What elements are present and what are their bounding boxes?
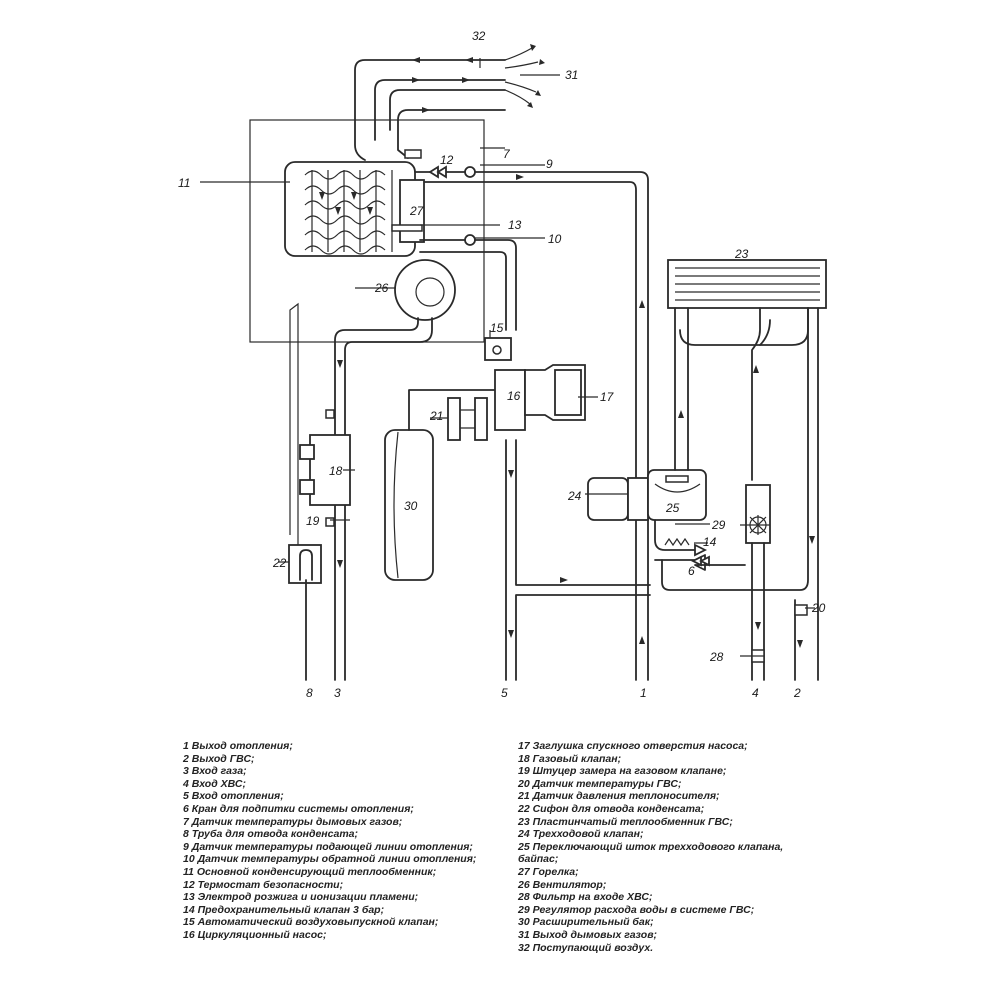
label-15: 15 bbox=[490, 321, 504, 335]
heating-return-pipe bbox=[419, 239, 517, 331]
legend-item: 17 Заглушка спускного отверстия насоса; bbox=[518, 740, 748, 752]
label-8: 8 bbox=[306, 686, 313, 700]
legend-item: 7 Датчик температуры дымовых газов; bbox=[183, 815, 403, 828]
label-1: 1 bbox=[640, 686, 647, 700]
three-way-valve bbox=[587, 469, 707, 521]
legend-item: 4 Вход ХВС; bbox=[183, 777, 247, 790]
label-3: 3 bbox=[334, 686, 341, 700]
safety-valve-line bbox=[654, 519, 696, 551]
legend-item: 27 Горелка; bbox=[518, 865, 579, 878]
label-14: 14 bbox=[703, 535, 717, 549]
dhw-temp-sensor bbox=[794, 604, 808, 616]
main-heat-exchanger bbox=[284, 161, 416, 257]
label-19: 19 bbox=[306, 514, 320, 528]
legend-item: 1 Выход отопления; bbox=[183, 740, 293, 752]
flue-gas-sensor bbox=[404, 149, 422, 159]
label-11: 11 bbox=[178, 176, 190, 190]
label-9: 9 bbox=[546, 157, 553, 171]
return-temp-sensor bbox=[464, 234, 476, 246]
heating-flow-pipe bbox=[414, 171, 649, 681]
legend-item: 21 Датчик давления теплоносителя; bbox=[518, 790, 720, 803]
legend-item: 31 Выход дымовых газов; bbox=[518, 928, 658, 941]
label-32: 32 bbox=[472, 29, 486, 43]
flue-duct bbox=[354, 44, 545, 161]
legend-item: 25 Переключающий шток трехходового клапа… bbox=[518, 840, 784, 853]
label-6: 6 bbox=[688, 564, 695, 578]
label-13: 13 bbox=[508, 218, 522, 232]
legend-item: 18 Газовый клапан; bbox=[518, 752, 622, 765]
label-23: 23 bbox=[734, 247, 749, 261]
legend-item: 15 Автоматический воздуховыпускной клапа… bbox=[183, 916, 439, 929]
flow-regulator bbox=[745, 484, 771, 544]
fan bbox=[334, 259, 456, 681]
dhw-outlet-pipe bbox=[661, 307, 809, 591]
safety-thermostat bbox=[428, 165, 447, 179]
label-27: 27 bbox=[409, 204, 425, 218]
label-12: 12 bbox=[440, 153, 454, 167]
label-4: 4 bbox=[752, 686, 759, 700]
flow-temp-sensor bbox=[464, 166, 476, 178]
legend-item: 28 Фильтр на входе ХВС; bbox=[518, 891, 653, 904]
label-17: 17 bbox=[600, 390, 615, 404]
label-20: 20 bbox=[811, 601, 826, 615]
label-18: 18 bbox=[329, 464, 343, 478]
label-25: 25 bbox=[665, 501, 680, 515]
legend-item: 24 Трехходовой клапан; bbox=[518, 828, 644, 841]
legend-item: 23 Пластинчатый теплообменник ГВС; bbox=[518, 815, 733, 828]
legend-item: 2 Выход ГВС; bbox=[183, 752, 255, 765]
legend-item: 13 Электрод розжига и ионизации пламени; bbox=[183, 891, 419, 904]
legend-item: 8 Труба для отвода конденсата; bbox=[183, 828, 358, 841]
label-10: 10 bbox=[548, 232, 562, 246]
legend-item: 10 Датчик температуры обратной линии ото… bbox=[183, 853, 477, 866]
condensate-siphon bbox=[288, 544, 322, 584]
gas-valve bbox=[299, 409, 351, 527]
legend-item: 20 Датчик температуры ГВС; bbox=[518, 777, 682, 790]
legend-left: 1 Выход отопления; 2 Выход ГВС; 3 Вход г… bbox=[183, 740, 476, 942]
expansion-tank bbox=[384, 389, 496, 581]
legend-item: 11 Основной конденсирующий теплообменник… bbox=[183, 865, 437, 878]
circulation-pump bbox=[494, 364, 586, 431]
legend-item: 19 Штуцер замера на газовом клапане; bbox=[518, 765, 727, 778]
label-5: 5 bbox=[501, 686, 508, 700]
legend-item: 30 Расширительный бак; bbox=[518, 916, 654, 929]
label-22: 22 bbox=[272, 556, 287, 570]
label-31: 31 bbox=[565, 68, 578, 82]
legend-right: 17 Заглушка спускного отверстия насоса; … bbox=[518, 740, 783, 954]
ignition-electrode bbox=[391, 224, 423, 232]
legend-item: 14 Предохранительный клапан 3 бар; bbox=[183, 903, 385, 916]
label-30: 30 bbox=[404, 499, 418, 513]
legend-item: 29 Регулятор расхода воды в системе ГВС; bbox=[518, 903, 755, 916]
boiler-schematic: 11 32 31 7 12 9 27 13 10 26 15 16 17 21 … bbox=[178, 29, 827, 700]
label-24: 24 bbox=[567, 489, 582, 503]
legend-item: 6 Кран для подпитки системы отопления; bbox=[183, 802, 414, 815]
label-16: 16 bbox=[507, 389, 521, 403]
legend-item: 22 Сифон для отвода конденсата; bbox=[518, 802, 705, 815]
label-7: 7 bbox=[503, 147, 511, 161]
label-28: 28 bbox=[709, 650, 724, 664]
legend-item: 3 Вход газа; bbox=[183, 765, 247, 778]
heat-exchanger-feed bbox=[674, 307, 689, 471]
legend-item: 16 Циркуляционный насос; bbox=[183, 928, 327, 941]
plate-heat-exchanger bbox=[667, 259, 827, 309]
label-26: 26 bbox=[374, 281, 389, 295]
legend-item: 9 Датчик температуры подающей линии отоп… bbox=[183, 840, 473, 853]
legend-item: байпас; bbox=[518, 853, 559, 866]
legend-item: 5 Вход отопления; bbox=[183, 790, 284, 803]
legend-item: 12 Термостат безопасности; bbox=[183, 878, 344, 891]
legend-item: 32 Поступающий воздух. bbox=[518, 941, 654, 954]
label-21: 21 bbox=[429, 409, 443, 423]
condensate-pipe bbox=[299, 549, 313, 681]
label-2: 2 bbox=[793, 686, 801, 700]
pressure-sensor bbox=[447, 397, 488, 441]
label-29: 29 bbox=[711, 518, 726, 532]
legend-item: 26 Вентилятор; bbox=[518, 878, 607, 891]
